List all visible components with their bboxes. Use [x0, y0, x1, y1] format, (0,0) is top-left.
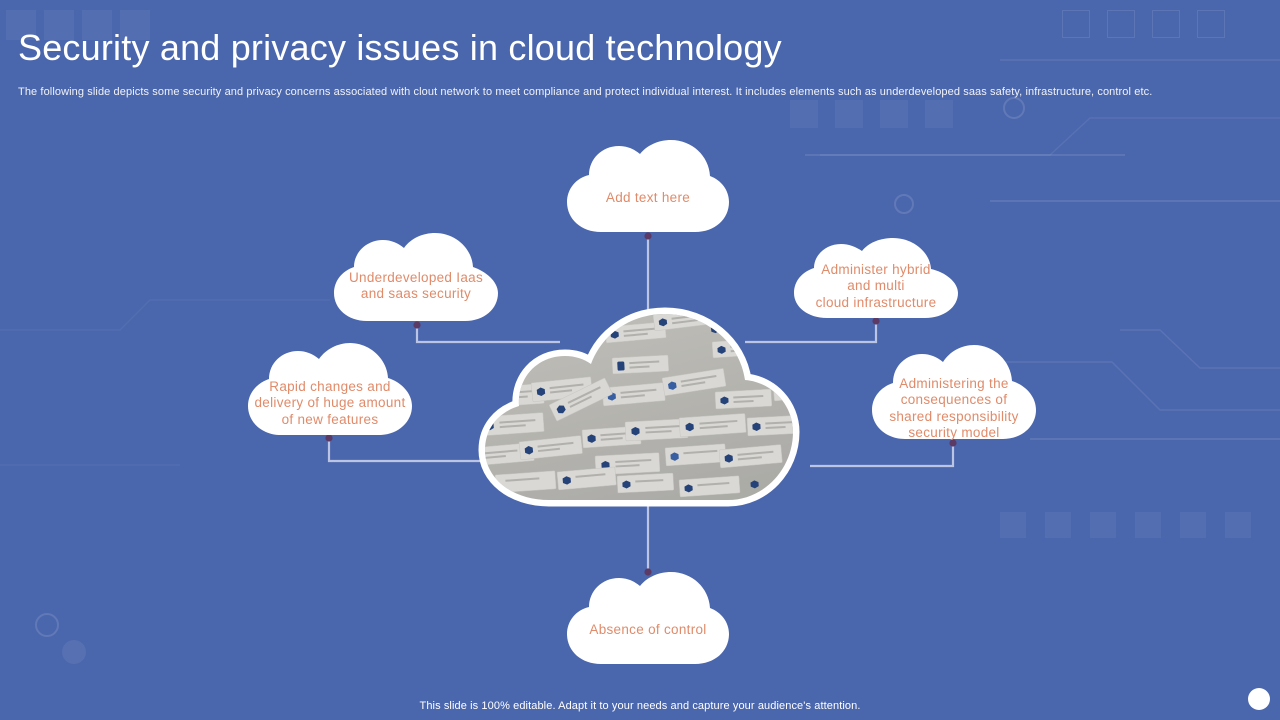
cloud-mid-left[interactable]: Rapid changes and delivery of huge amoun… — [245, 343, 415, 439]
page-title: Security and privacy issues in cloud tec… — [18, 27, 782, 68]
center-cloud-shape — [478, 307, 800, 507]
cloud-top[interactable]: Add text here — [563, 140, 733, 236]
corner-dot-marker — [1248, 688, 1270, 710]
cloud-bottom[interactable]: Absence of control — [563, 572, 733, 668]
cloud-shape — [567, 572, 729, 664]
cloud-shape — [248, 343, 412, 435]
cloud-shape — [794, 238, 958, 318]
footer-note: This slide is 100% editable. Adapt it to… — [419, 700, 861, 712]
center-cloud-image — [457, 300, 819, 516]
cloud-shape — [872, 345, 1036, 439]
cloud-upper-right[interactable]: Administer hybrid and multi cloud infras… — [791, 238, 961, 322]
page-subtitle: The following slide depicts some securit… — [18, 86, 1153, 98]
cloud-mid-right[interactable]: Administering the consequences of shared… — [869, 345, 1039, 443]
cloud-shape — [334, 233, 498, 321]
cloud-upper-left[interactable]: Underdeveloped Iaas and saas security — [331, 233, 501, 325]
cloud-shape — [567, 140, 729, 232]
